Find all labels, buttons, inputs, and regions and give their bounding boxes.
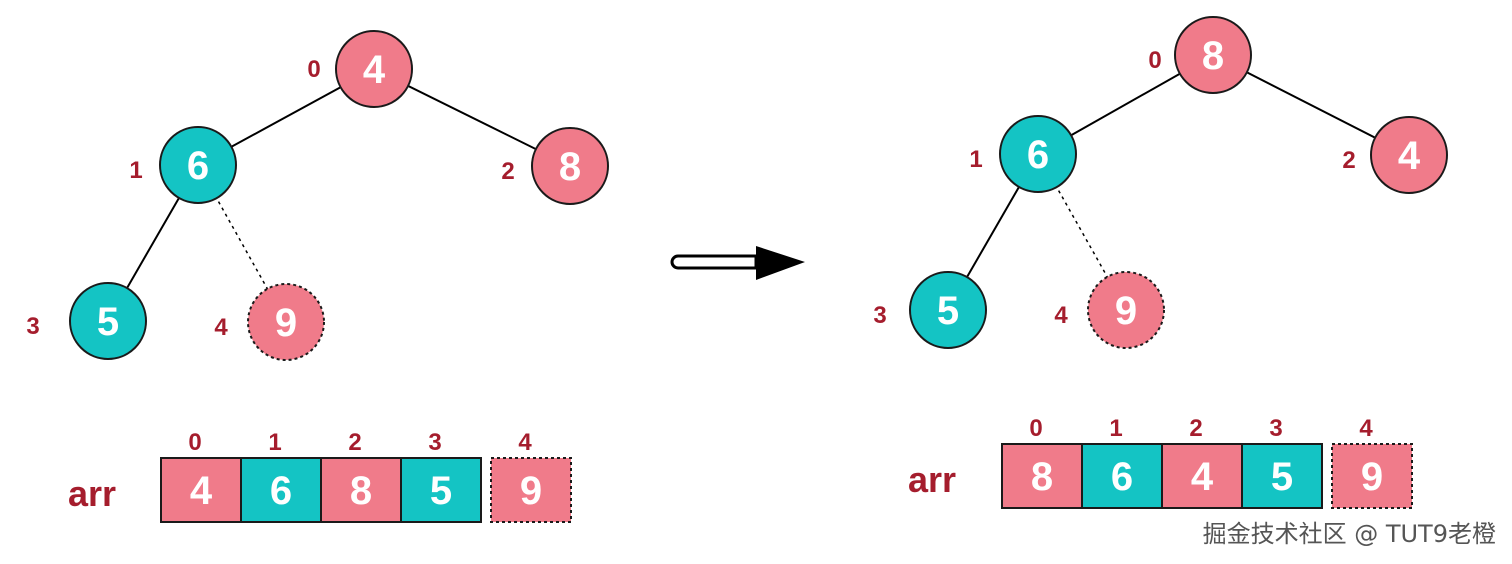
tree-node: 61 xyxy=(969,115,1077,193)
tree-node: 40 xyxy=(307,30,413,108)
right-arrow-icon xyxy=(670,246,805,280)
node-circle xyxy=(69,282,147,360)
node-index-label: 3 xyxy=(873,302,886,329)
array-cell: 40 xyxy=(160,429,242,523)
node-index-label: 0 xyxy=(307,56,320,83)
array-cell-value: 9 xyxy=(1361,455,1383,499)
array-cell-value: 8 xyxy=(350,469,372,513)
array-index-label: 2 xyxy=(348,429,361,456)
array-cell-box xyxy=(1001,443,1083,509)
array-cell-box xyxy=(1331,443,1413,509)
node-index-label: 2 xyxy=(1342,147,1355,174)
array-cell-value: 9 xyxy=(520,469,542,513)
node-value: 5 xyxy=(97,300,119,344)
array-index-label: 4 xyxy=(518,429,532,456)
array-cell: 94 xyxy=(490,429,572,523)
node-circle xyxy=(335,30,413,108)
tree-node: 53 xyxy=(873,271,987,349)
node-index-label: 4 xyxy=(214,314,228,341)
node-value: 8 xyxy=(559,145,581,189)
array-cell-box xyxy=(400,457,482,523)
array-index-label: 3 xyxy=(428,429,441,456)
node-circle xyxy=(999,115,1077,193)
tree-node: 80 xyxy=(1148,16,1252,94)
array-cell-box xyxy=(320,457,402,523)
watermark-text: 掘金技术社区 @ TUT9老橙 xyxy=(1203,520,1496,548)
array-cell: 61 xyxy=(1081,415,1163,509)
node-index-label: 1 xyxy=(129,157,142,184)
node-value: 6 xyxy=(187,144,209,188)
array-index-label: 2 xyxy=(1189,415,1202,442)
array-cell-value: 4 xyxy=(190,469,213,513)
tree-node: 61 xyxy=(129,126,237,204)
tree-node: 94 xyxy=(1054,271,1165,349)
array-cell-value: 4 xyxy=(1191,455,1214,499)
array-cell-value: 6 xyxy=(270,469,292,513)
node-circle xyxy=(1087,271,1165,349)
node-value: 4 xyxy=(363,48,386,92)
node-index-label: 0 xyxy=(1148,47,1161,74)
tree-node: 53 xyxy=(26,282,147,360)
node-value: 9 xyxy=(1115,289,1137,333)
array-index-label: 1 xyxy=(1109,415,1122,442)
array-cell-value: 8 xyxy=(1031,455,1053,499)
node-index-label: 1 xyxy=(969,146,982,173)
node-circle xyxy=(247,283,325,361)
node-value: 5 xyxy=(937,289,959,333)
array-cell: 80 xyxy=(1001,415,1083,509)
array-cell-box xyxy=(1241,443,1323,509)
array-label: arr xyxy=(908,459,956,500)
tree-node: 94 xyxy=(214,283,325,361)
node-circle xyxy=(159,126,237,204)
tree-node: 82 xyxy=(501,127,609,205)
array-cell: 94 xyxy=(1331,415,1413,509)
array-cell-box xyxy=(490,457,572,523)
array-cell: 42 xyxy=(1161,415,1243,509)
node-circle xyxy=(1174,16,1252,94)
array-index-label: 3 xyxy=(1269,415,1282,442)
array-cell-value: 5 xyxy=(1271,455,1293,499)
node-circle xyxy=(1370,116,1448,194)
node-value: 6 xyxy=(1027,133,1049,177)
array-cell-value: 5 xyxy=(430,469,452,513)
tree-node: 42 xyxy=(1342,116,1448,194)
node-value: 9 xyxy=(275,301,297,345)
array-cell: 53 xyxy=(1241,415,1323,509)
node-index-label: 3 xyxy=(26,313,39,340)
node-index-label: 2 xyxy=(501,158,514,185)
array-cell: 53 xyxy=(400,429,482,523)
array-index-label: 0 xyxy=(1029,415,1042,442)
array-index-label: 0 xyxy=(188,429,201,456)
array-cell-value: 6 xyxy=(1111,455,1133,499)
array-index-label: 1 xyxy=(268,429,281,456)
array-label: arr xyxy=(68,473,116,514)
node-value: 8 xyxy=(1202,34,1224,78)
node-index-label: 4 xyxy=(1054,302,1068,329)
array-index-label: 4 xyxy=(1359,415,1373,442)
node-circle xyxy=(909,271,987,349)
array-cell: 61 xyxy=(240,429,322,523)
array-cell: 82 xyxy=(320,429,402,523)
node-value: 4 xyxy=(1398,134,1421,178)
node-circle xyxy=(531,127,609,205)
